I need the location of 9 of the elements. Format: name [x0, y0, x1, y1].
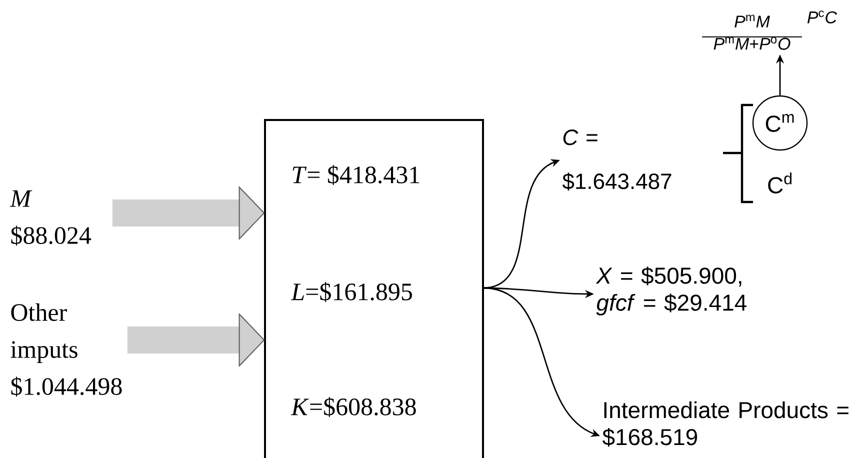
- fraction: P$^{m}$M P$^{m}$M+P$^{o}$O: [702, 14, 802, 50]
- block-box: T= $418.431 L=$161.895 K=$608.838: [264, 119, 484, 458]
- text-label: Other imputs $1.044.498: [10, 303, 122, 397]
- text-label: X = $505.900, gfcf = $29.414: [596, 266, 746, 316]
- text-label: C = $1.643.487: [562, 130, 672, 190]
- text-label: C$^{d}$: [768, 172, 792, 194]
- text-label: P$^{c}$C: [807, 10, 838, 24]
- text-label: M $88.024: [10, 190, 92, 246]
- text-label: Intermediate Products = $168.519: [602, 401, 848, 447]
